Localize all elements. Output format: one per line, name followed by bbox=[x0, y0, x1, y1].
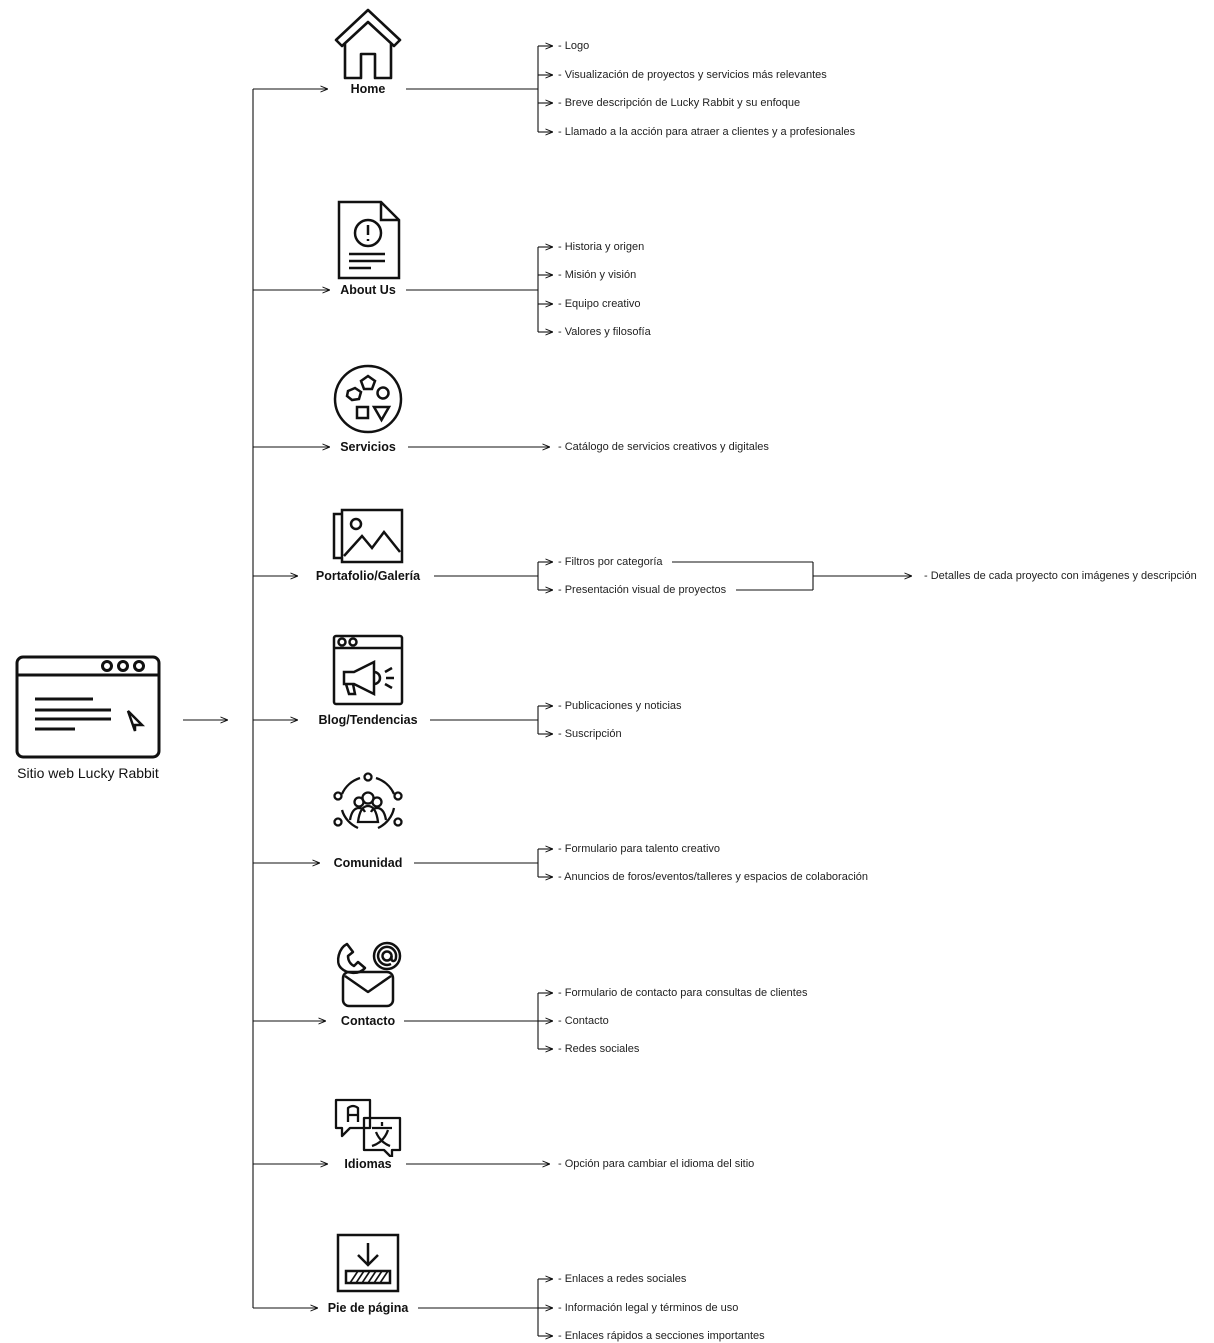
item-pie-enlaces-redes: - Enlaces a redes sociales bbox=[558, 1273, 693, 1285]
item-home-logo: - Logo bbox=[558, 40, 596, 52]
section-label-blog: Blog/Tendencias bbox=[314, 713, 422, 727]
section-label-about: About Us bbox=[336, 283, 400, 297]
item-idiomas-opcion: - Opción para cambiar el idioma del siti… bbox=[558, 1158, 761, 1170]
community-people-icon bbox=[330, 772, 406, 837]
item-portafolio-presentacion: - Presentación visual de proyectos bbox=[558, 584, 733, 596]
item-servicios-catalogo: - Catálogo de servicios creativos y digi… bbox=[558, 441, 775, 453]
item-about-equipo: - Equipo creativo bbox=[558, 298, 647, 310]
section-label-portafolio: Portafolio/Galería bbox=[311, 569, 425, 583]
item-about-mision: - Misión y visión bbox=[558, 269, 643, 281]
download-footer-icon bbox=[336, 1233, 400, 1298]
item-pie-legal: - Información legal y términos de uso bbox=[558, 1302, 745, 1314]
image-gallery-icon bbox=[332, 508, 404, 569]
translate-icon bbox=[334, 1098, 402, 1165]
item-home-llamado: - Llamado a la acción para atraer a clie… bbox=[558, 126, 862, 138]
item-portafolio-detalles: - Detalles de cada proyecto con imágenes… bbox=[924, 570, 1203, 582]
document-info-icon bbox=[337, 200, 401, 285]
section-label-pie: Pie de página bbox=[323, 1301, 413, 1315]
item-blog-suscripcion: - Suscripción bbox=[558, 728, 628, 740]
item-about-valores: - Valores y filosofía bbox=[558, 326, 657, 338]
section-label-comunidad: Comunidad bbox=[329, 856, 407, 870]
shapes-circle-icon bbox=[333, 364, 403, 439]
item-portafolio-filtros: - Filtros por categoría bbox=[558, 556, 669, 568]
section-label-idiomas: Idiomas bbox=[340, 1157, 396, 1171]
item-blog-publicaciones: - Publicaciones y noticias bbox=[558, 700, 688, 712]
house-icon bbox=[332, 6, 404, 85]
item-contacto-redes: - Redes sociales bbox=[558, 1043, 646, 1055]
browser-window-icon bbox=[15, 655, 161, 764]
item-pie-enlaces-rapidos: - Enlaces rápidos a secciones importante… bbox=[558, 1330, 771, 1342]
section-label-home: Home bbox=[346, 82, 390, 96]
root-label: Sitio web Lucky Rabbit bbox=[17, 765, 159, 781]
item-home-proyectos: - Visualización de proyectos y servicios… bbox=[558, 69, 833, 81]
item-comunidad-formulario: - Formulario para talento creativo bbox=[558, 843, 727, 855]
section-label-contacto: Contacto bbox=[336, 1014, 400, 1028]
item-contacto-contacto: - Contacto bbox=[558, 1015, 615, 1027]
item-comunidad-anuncios: - Anuncios de foros/eventos/talleres y e… bbox=[558, 871, 875, 883]
item-contacto-formulario: - Formulario de contacto para consultas … bbox=[558, 987, 814, 999]
contact-mail-icon bbox=[333, 940, 405, 1013]
section-label-servicios: Servicios bbox=[336, 440, 400, 454]
item-home-descripcion: - Breve descripción de Lucky Rabbit y su… bbox=[558, 97, 807, 109]
megaphone-window-icon bbox=[332, 634, 404, 711]
item-about-historia: - Historia y origen bbox=[558, 241, 651, 253]
